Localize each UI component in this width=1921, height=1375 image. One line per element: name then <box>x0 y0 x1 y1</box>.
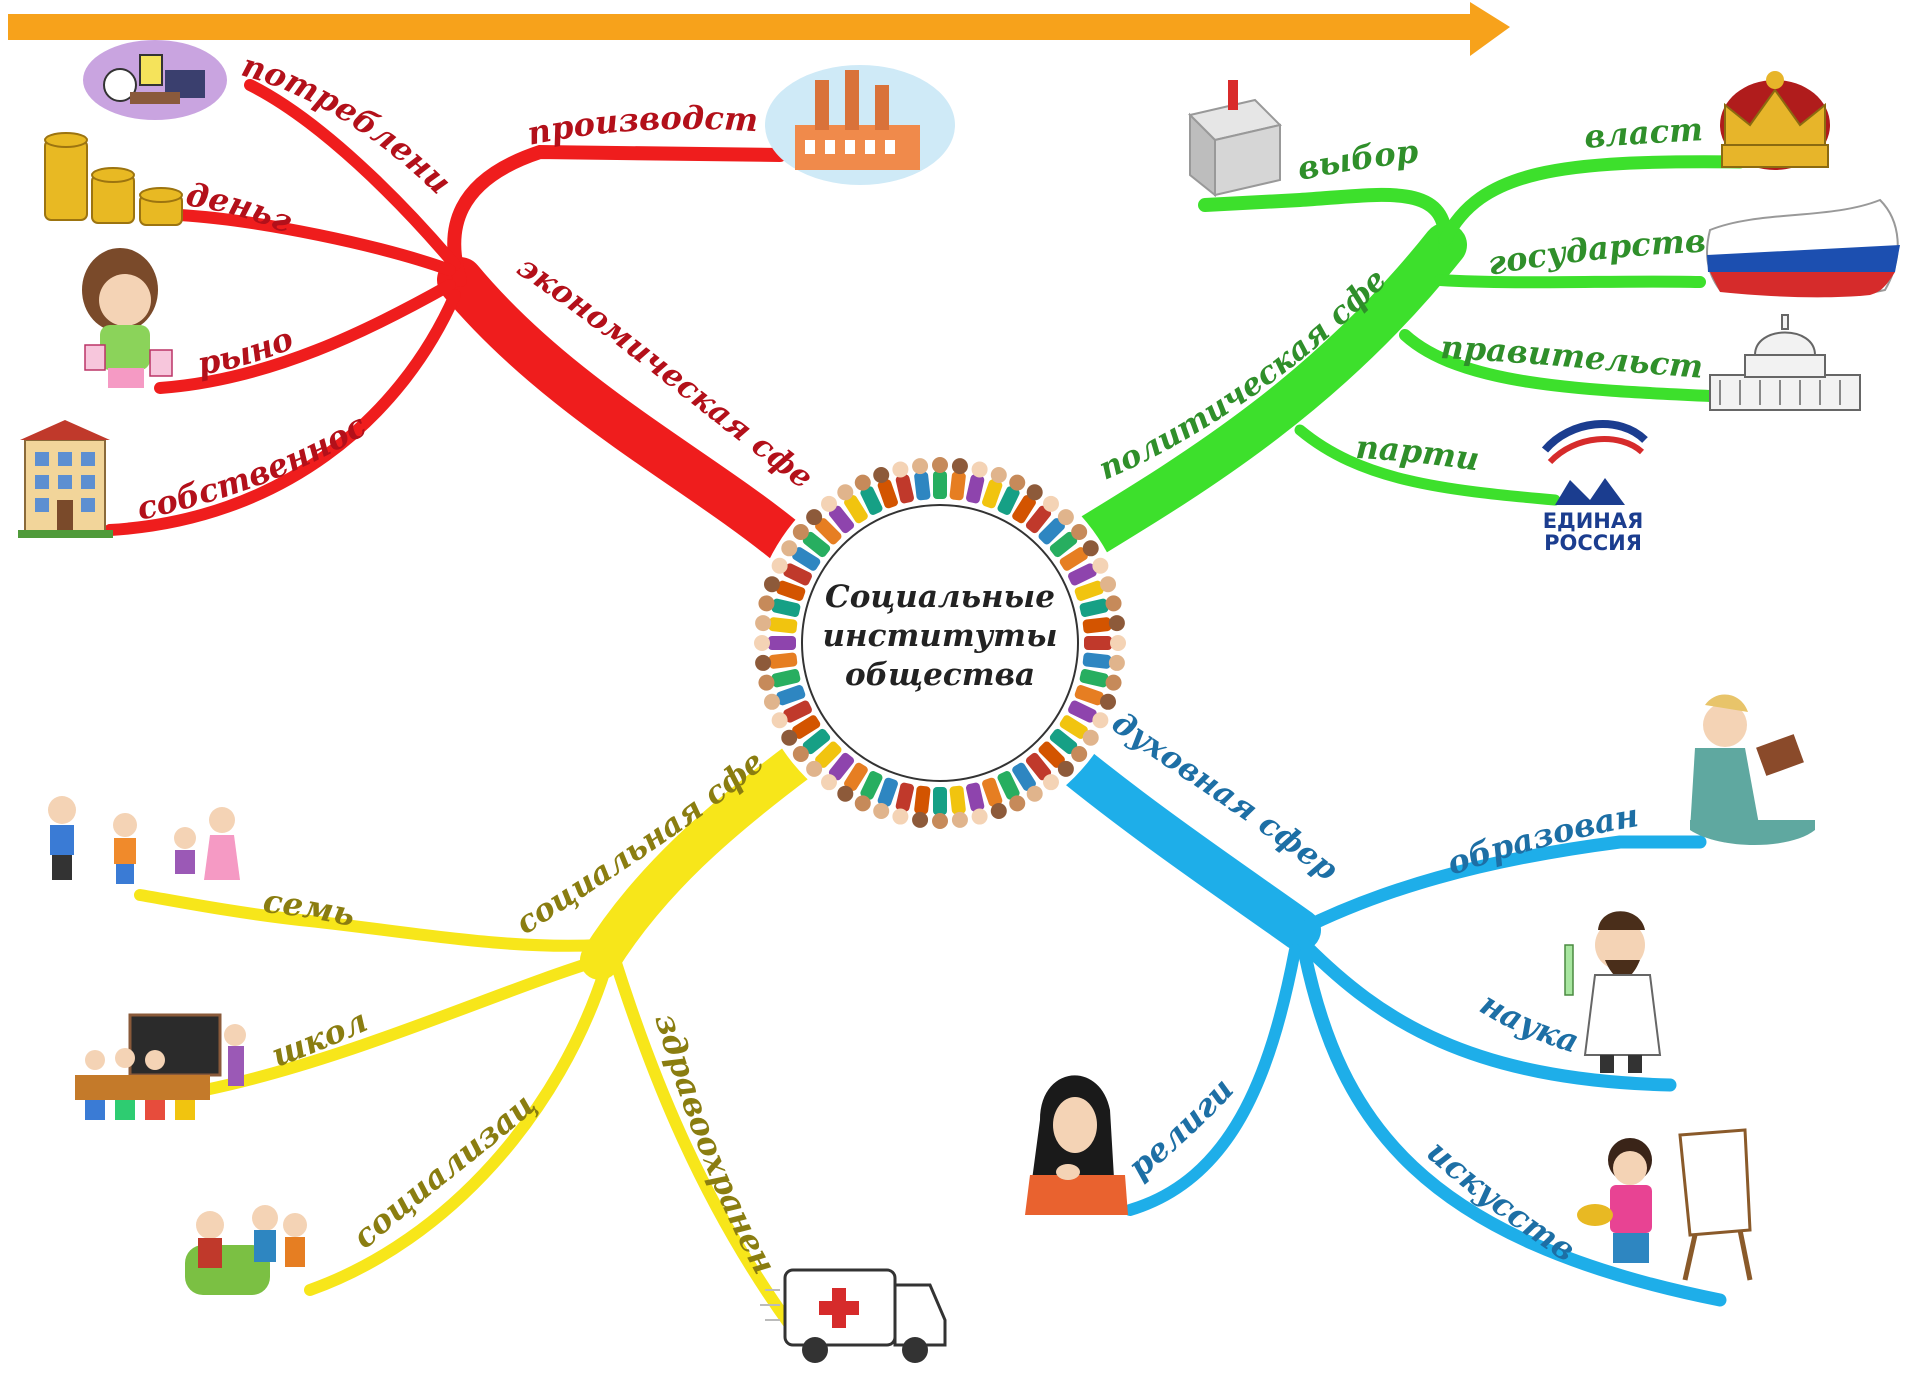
wreath-person <box>806 509 842 545</box>
wreath-person <box>758 669 801 691</box>
wreath-person <box>792 728 831 762</box>
wreath-person <box>1012 484 1043 524</box>
wreath-person <box>854 474 883 515</box>
wreath-person <box>873 466 898 509</box>
wreath-person <box>912 785 931 828</box>
ballot-box-icon <box>1188 80 1282 198</box>
wreath-person <box>763 576 806 601</box>
wreath-person <box>966 782 988 825</box>
reading-person-icon <box>1690 694 1815 845</box>
wreath-person <box>1074 685 1117 710</box>
wreath-person <box>892 461 914 504</box>
wreath-person <box>1059 540 1099 571</box>
wreath-person <box>1059 715 1099 746</box>
wreath-person <box>771 557 812 586</box>
center-title-line-2: институты <box>822 618 1057 654</box>
spiritual-branches <box>1029 724 1727 1307</box>
wreath-person <box>1079 595 1122 617</box>
shopping-goods-icon <box>83 40 227 120</box>
wreath-person <box>1082 652 1125 671</box>
party-logo-icon: ЕДИНАЯ РОССИЯ <box>1541 420 1648 555</box>
party-logo-line-1: ЕДИНАЯ <box>1543 509 1644 533</box>
wreath-person <box>966 461 988 504</box>
wreath-person <box>1068 557 1109 586</box>
wreath-person <box>932 787 948 829</box>
center-node: Социальные институты общества <box>750 453 1130 833</box>
wreath-person <box>932 457 948 499</box>
wreath-person <box>892 782 914 825</box>
wreath-person <box>1068 700 1109 729</box>
wreath-person <box>1049 524 1088 558</box>
ambulance-icon <box>760 1268 947 1363</box>
wreath-person <box>758 595 801 617</box>
wreath-person <box>854 771 883 812</box>
wreath-person <box>873 777 898 820</box>
wreath-person <box>1038 509 1074 545</box>
wreath-person <box>821 495 855 534</box>
wreath-person <box>1082 615 1125 634</box>
painter-icon <box>1577 1128 1753 1281</box>
wreath-person <box>837 484 868 524</box>
people-wreath <box>754 457 1126 829</box>
wreath-person <box>781 715 821 746</box>
factory-icon <box>765 65 955 185</box>
political-branches <box>1063 155 1747 562</box>
wreath-person <box>755 652 798 671</box>
economic-branches <box>104 79 813 568</box>
branch-science-text: наука <box>1474 984 1584 1060</box>
wreath-person <box>821 752 855 791</box>
wreath-person <box>949 785 968 828</box>
wreath-person <box>997 474 1026 515</box>
wreath-person <box>982 466 1007 509</box>
wreath-person <box>982 777 1007 820</box>
wreath-person <box>792 524 831 558</box>
wreath-person <box>1025 752 1059 791</box>
social-branches <box>134 740 820 1331</box>
wreath-person <box>1049 728 1088 762</box>
party-logo-line-2: РОССИЯ <box>1544 531 1642 555</box>
shopping-girl-icon <box>82 248 173 388</box>
friends-group-icon <box>185 1205 307 1295</box>
capitol-building-icon <box>1709 314 1861 411</box>
wreath-person <box>1079 669 1122 691</box>
wreath-person <box>1025 495 1059 534</box>
wreath-person <box>1084 635 1126 651</box>
wreath-person <box>755 615 798 634</box>
classroom-icon <box>75 1013 246 1120</box>
wreath-person <box>997 771 1026 812</box>
wreath-person <box>837 762 868 802</box>
wreath-person <box>781 540 821 571</box>
wreath-person <box>1012 762 1043 802</box>
scientist-icon <box>1564 911 1662 1073</box>
wreath-person <box>763 685 806 710</box>
center-title-line-1: Социальные <box>825 579 1055 615</box>
center-title-line-3: общества <box>845 657 1035 693</box>
wreath-person <box>1038 741 1074 777</box>
building-icon <box>18 420 113 538</box>
crown-icon <box>1720 71 1830 170</box>
coin-stacks-icon <box>44 132 183 226</box>
family-icon <box>48 796 240 884</box>
russia-flag-map-icon <box>1706 198 1900 298</box>
branch-science: наука <box>1474 984 1584 1060</box>
wreath-person <box>806 741 842 777</box>
wreath-person <box>754 635 796 651</box>
orange-arrow <box>8 2 1510 56</box>
wreath-person <box>771 700 812 729</box>
praying-woman-icon <box>1025 1075 1128 1215</box>
wreath-person <box>912 458 931 501</box>
wreath-person <box>949 458 968 501</box>
wreath-person <box>1074 576 1117 601</box>
